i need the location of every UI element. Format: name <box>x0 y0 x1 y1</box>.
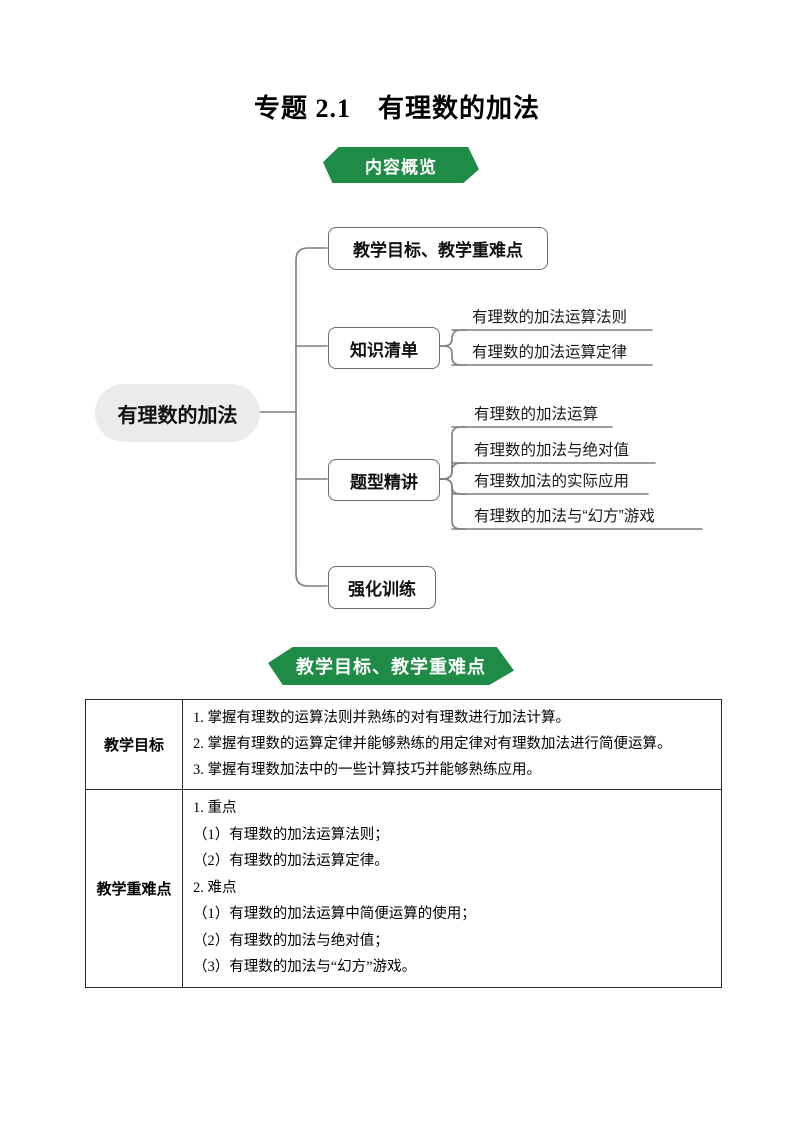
branch-label: 教学目标、教学重难点 <box>353 241 523 260</box>
row-body-objectives: 1. 掌握有理数的运算法则并熟练的对有理数进行加法计算。 2. 掌握有理数的运算… <box>182 699 722 790</box>
objectives-table: 教学目标 1. 掌握有理数的运算法则并熟练的对有理数进行加法计算。 2. 掌握有… <box>85 699 722 988</box>
objectives-banner-label: 教学目标、教学重难点 <box>296 657 486 677</box>
table-line: 1. 重点 <box>193 800 237 816</box>
branch-label: 题型精讲 <box>350 472 418 492</box>
row-header-key-difficult-points: 教学重难点 <box>85 789 183 988</box>
branch-label: 强化训练 <box>348 580 416 599</box>
branch-node-reinforcement: 强化训练 <box>328 566 436 609</box>
objectives-banner: 教学目标、教学重难点 <box>268 647 514 685</box>
leaf-node-addition-laws: 有理数的加法运算定律 <box>472 344 628 361</box>
table-line: 2. 难点 <box>193 879 237 896</box>
leaf-node-addition-rules: 有理数的加法运算法则 <box>472 309 628 326</box>
table-line: 1. 掌握有理数的运算法则并熟练的对有理数进行加法计算。 <box>193 710 570 726</box>
leaf-node-addition-applications: 有理数加法的实际应用 <box>474 473 630 490</box>
overview-banner: 内容概览 <box>323 147 479 183</box>
leaf-node-addition-absolute-value: 有理数的加法与绝对值 <box>474 442 630 459</box>
leaf-node-addition-operations: 有理数的加法运算 <box>474 406 599 423</box>
row-header-objectives: 教学目标 <box>85 699 183 790</box>
table-line: （2）有理数的加法与绝对值； <box>193 932 389 949</box>
table-line: （3）有理数的加法与“幻方”游戏。 <box>193 959 417 975</box>
table-line: （2）有理数的加法运算定律。 <box>193 853 389 869</box>
table-row-key-difficult-points: 教学重难点 1. 重点 （1）有理数的加法运算法则； （2）有理数的加法运算定律… <box>85 789 722 988</box>
branch-node-objectives: 教学目标、教学重难点 <box>328 227 548 270</box>
table-line: 3. 掌握有理数加法中的一些计算技巧并能够熟练应用。 <box>193 762 541 778</box>
overview-banner-label: 内容概览 <box>365 157 437 177</box>
table-line: （1）有理数的加法运算法则； <box>193 826 389 843</box>
mindmap-root-node: 有理数的加法 <box>95 384 260 442</box>
root-node-label: 有理数的加法 <box>117 404 238 427</box>
table-line: 2. 掌握有理数的运算定律并能够熟练的用定律对有理数加法进行简便运算。 <box>193 736 672 752</box>
table-line: （1）有理数的加法运算中简便运算的使用； <box>193 906 476 922</box>
branch-node-knowledge-list: 知识清单 <box>328 327 440 369</box>
table-row-objectives: 教学目标 1. 掌握有理数的运算法则并熟练的对有理数进行加法计算。 2. 掌握有… <box>85 699 722 790</box>
leaf-node-addition-magic-square: 有理数的加法与“幻方”游戏 <box>474 508 655 525</box>
branch-node-problem-types: 题型精讲 <box>328 459 440 501</box>
page-title: 专题 2.1 有理数的加法 <box>253 94 540 123</box>
row-body-key-difficult-points: 1. 重点 （1）有理数的加法运算法则； （2）有理数的加法运算定律。 2. 难… <box>182 789 722 988</box>
branch-label: 知识清单 <box>350 340 418 360</box>
